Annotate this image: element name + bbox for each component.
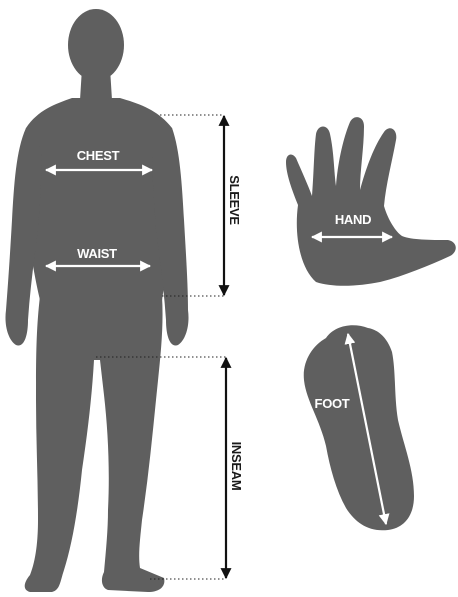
foot-silhouette — [304, 325, 414, 530]
hand-silhouette — [286, 117, 456, 286]
body-silhouette — [5, 9, 188, 592]
foot-label: FOOT — [315, 396, 350, 411]
sleeve-label: SLEEVE — [227, 175, 242, 225]
waist-label: WAIST — [77, 246, 117, 261]
chest-label: CHEST — [77, 148, 120, 163]
hand-label: HAND — [335, 212, 371, 227]
inseam-label: INSEAM — [229, 442, 244, 491]
